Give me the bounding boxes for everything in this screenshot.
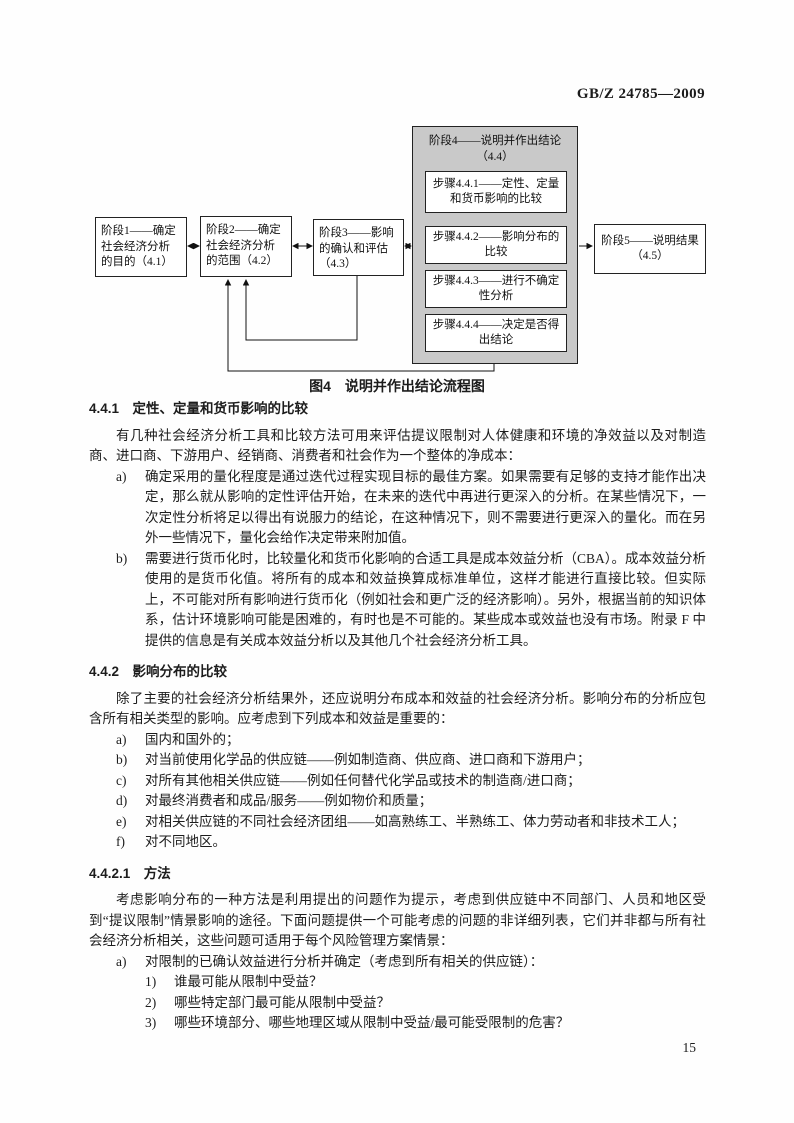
list-item-label: 3) [145,1015,157,1030]
list-item-label: b) [116,550,128,566]
flowchart-stage3-box: 阶段3——影响的确认和评估（4.3） [313,219,404,276]
section-heading-4-4-2: 4.4.2 影响分布的比较 [89,664,228,679]
list-item-label: a) [116,953,127,969]
list-item-label: a) [116,731,127,747]
list-item-label: b) [116,752,128,767]
sublist-item-1: 1) 谁最可能从限制中受益？ [89,972,706,993]
figure-caption: 图4 说明并作出结论流程图 [309,378,485,394]
flowchart-step-443-box: 步骤4.4.3——进行不确定性分析 [425,270,567,308]
list-item-text: 对最终消费者和成品/服务——例如物价和质量； [145,793,433,808]
flowchart-step-444-box: 步骤4.4.4——决定是否得出结论 [425,314,567,352]
list-item-text: 国内和国外的； [145,731,240,747]
list-item-label: 1) [145,974,157,989]
list-item-4-4-2-b: b) 对当前使用化学品的供应链——例如制造商、供应商、进口商和下游用户； [89,750,706,771]
flowchart-stage4-title: 阶段4——说明并作出结论（4.4） [428,135,562,163]
page-number: 15 [682,1040,697,1055]
section-heading-4-4-1: 4.4.1 定性、定量和货币影响的比较 [89,401,309,416]
list-item-label: 2) [145,994,157,1010]
list-item-4-4-2-1-a: a) 对限制的已确认效益进行分析并确定（考虑到所有相关的供应链）： [89,952,706,973]
list-item-text: 对当前使用化学品的供应链——例如制造商、供应商、进口商和下游用户； [145,752,591,767]
document-body: 4.4.1 定性、定量和货币影响的比较 有几种社会经济分析工具和比较方法可用来评… [89,399,706,1034]
flowchart-step-441-box: 步骤4.4.1——定性、定量和货币影响的比较 [425,171,567,213]
list-item-4-4-1-a: a) 确定采用的量化程度是通过迭代过程实现目标的最佳方案。如果需要有足够的支持才… [89,467,706,549]
flowchart-stage2-box: 阶段2——确定社会经济分析的范围（4.2） [200,216,292,277]
flowchart-connectors [187,242,593,372]
paragraph-4-4-2-intro: 除了主要的社会经济分析结果外，还应说明分布成本和效益的社会经济分析。影响分布的分… [89,690,706,727]
list-item-text: 哪些特定部门最可能从限制中受益？ [174,994,390,1010]
flowchart-stage4-container: 阶段4——说明并作出结论（4.4） 步骤4.4.1——定性、定量和货币影响的比较… [412,126,578,364]
list-item-text: 对相关供应链的不同社会经济团组——如高熟练工、半熟练工、体力劳动者和非技术工人； [145,813,685,829]
flowchart-stage1-box: 阶段1——确定社会经济分析的目的（4.1） [95,217,187,277]
list-item-text: 需要进行货币化时，比较量化和货币化影响的合适工具是成本效益分析（CBA）。成本效… [145,550,707,648]
list-item-text: 对所有其他相关供应链——例如任何替代化学品或技术的制造商/进口商； [145,772,581,788]
list-item-text: 确定采用的量化程度是通过迭代过程实现目标的最佳方案。如果需要有足够的支持才能作出… [145,468,706,546]
list-item-label: a) [116,468,127,484]
flowchart-stage5-box: 阶段5——说明结果（4.5） [594,224,706,274]
document-number: GB/Z 24785—2009 [576,86,705,102]
list-item-4-4-2-d: d) 对最终消费者和成品/服务——例如物价和质量； [89,791,706,812]
sublist-item-3: 3) 哪些环境部分、哪些地理区域从限制中受益/最可能受限制的危害？ [89,1013,706,1034]
list-item-4-4-2-f: f) 对不同地区。 [89,832,706,853]
list-item-text: 谁最可能从限制中受益？ [174,974,323,989]
list-item-text: 对限制的已确认效益进行分析并确定（考虑到所有相关的供应链）： [145,953,544,969]
list-item-4-4-2-e: e) 对相关供应链的不同社会经济团组——如高熟练工、半熟练工、体力劳动者和非技术… [89,812,706,833]
list-item-label: c) [116,772,127,788]
list-item-label: e) [116,813,127,829]
list-item-4-4-1-b: b) 需要进行货币化时，比较量化和货币化影响的合适工具是成本效益分析（CBA）。… [89,549,706,652]
list-item-4-4-2-c: c) 对所有其他相关供应链——例如任何替代化学品或技术的制造商/进口商； [89,771,706,792]
section-heading-4-4-2-1: 4.4.2.1 方法 [89,865,171,881]
sublist-item-2: 2) 哪些特定部门最可能从限制中受益？ [89,993,706,1014]
list-item-label: f) [116,834,125,849]
list-item-text: 对不同地区。 [145,834,226,849]
list-item-4-4-2-a: a) 国内和国外的； [89,730,706,751]
flowchart-step-442-box: 步骤4.4.2——影响分布的比较 [425,226,567,264]
feedback-loop-stage3-to-stage2 [242,276,358,341]
list-item-label: d) [116,793,128,808]
list-item-text: 哪些环境部分、哪些地理区域从限制中受益/最可能受限制的危害？ [174,1015,570,1030]
paragraph-4-4-2-1-intro: 考虑影响分布的一种方法是利用提出的问题作为提示，考虑到供应链中不同部门、人员和地… [89,892,706,948]
paragraph-4-4-1-intro: 有几种社会经济分析工具和比较方法可用来评估提议限制对人体健康和环境的净效益以及对… [89,427,706,464]
